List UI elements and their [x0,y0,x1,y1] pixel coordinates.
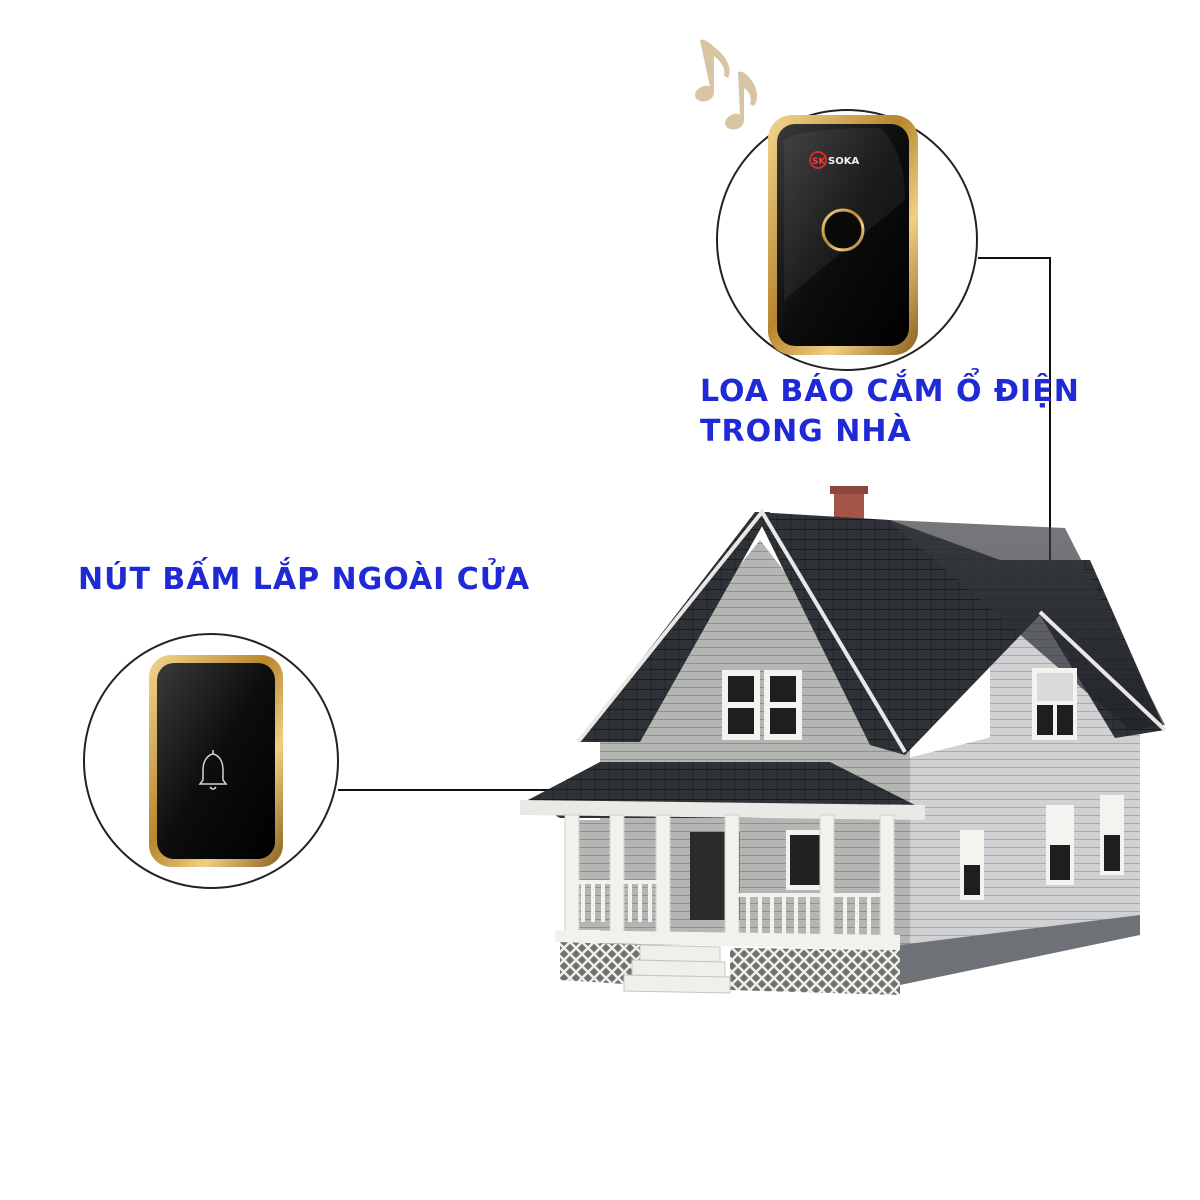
bell-icon [198,750,228,790]
speaker-label-line1: LOA BÁO CẮM Ổ ĐIỆN [700,374,1080,409]
speaker-label-line2: TRONG NHÀ [700,414,912,449]
svg-text:SOKA: SOKA [828,156,859,167]
brand-logo: SK SOKA [809,151,859,169]
speaker-callout: SK SOKA [716,109,978,371]
speaker-device: SK SOKA [768,115,918,355]
porch-railing [575,880,885,935]
svg-text:SK: SK [812,157,826,167]
porch-steps [623,944,731,994]
speaker-button-ring [821,208,865,252]
music-notes-icon [695,39,757,130]
speaker-label: LOA BÁO CẮM Ổ ĐIỆN TRONG NHÀ [700,372,1080,452]
upper-windows [722,668,1124,900]
button-label: NÚT BẤM LẮP NGOÀI CỬA [78,562,531,597]
button-callout [83,633,339,889]
house-illustration [520,486,1167,995]
doorbell-button-device [149,655,283,867]
